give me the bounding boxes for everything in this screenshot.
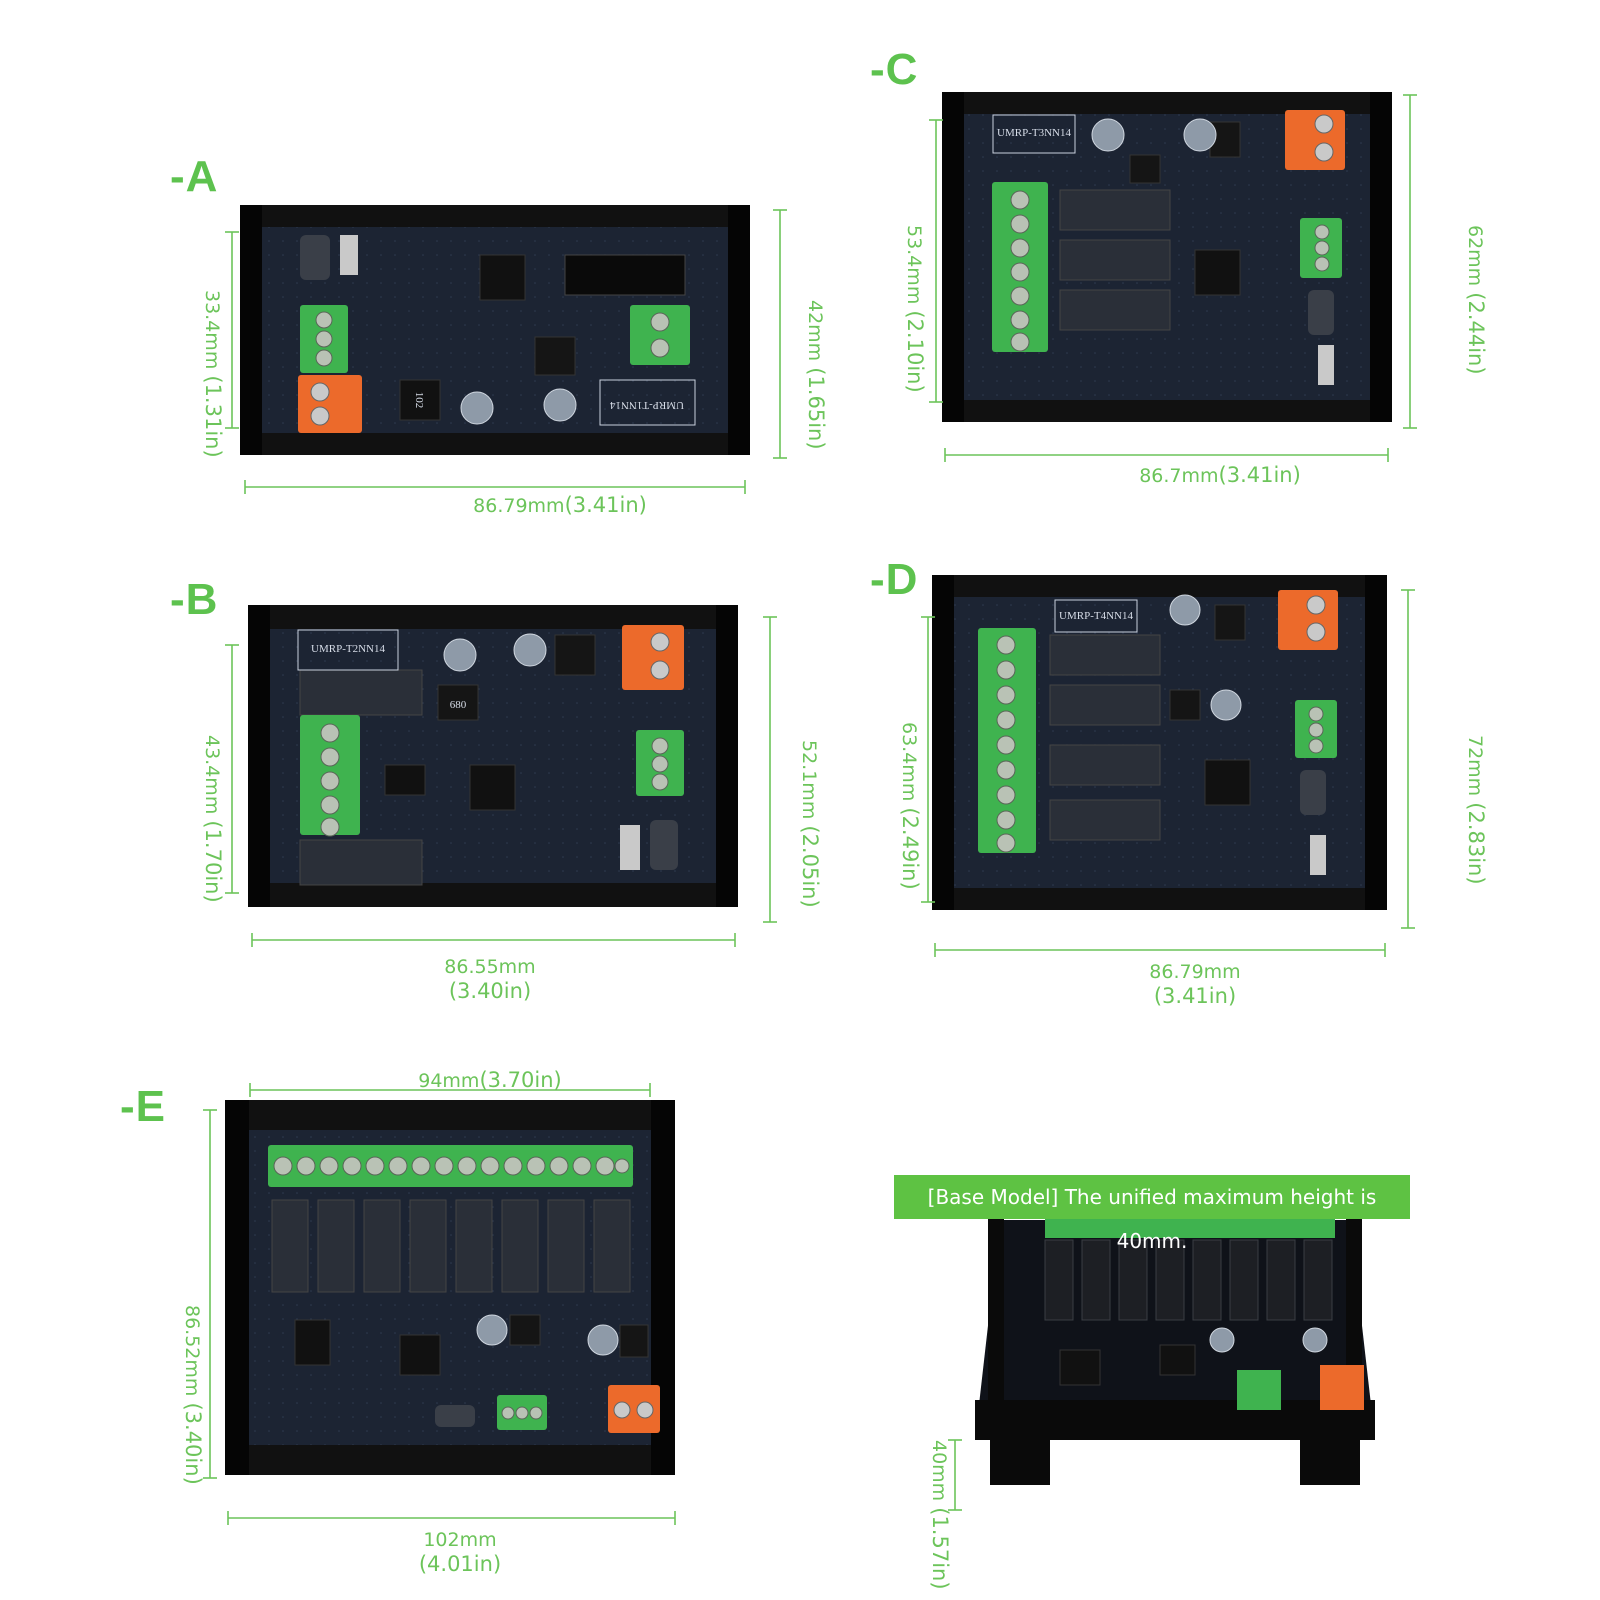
variant-letter-c: -C [870, 45, 919, 94]
green-terminal [630, 305, 690, 365]
board-d: UMRP-T4NN14 [932, 575, 1387, 910]
board-d-model: UMRP-T4NN14 [1059, 610, 1133, 622]
board-a-model: UMRP-T1NN14 [610, 399, 684, 411]
variant-letter-b: -B [170, 575, 219, 624]
inductor-label: 102 [413, 392, 425, 409]
e-top-width-label: 94mm(3.70in) [418, 1068, 562, 1092]
b-height-label: 52.1mm (2.05in) [798, 740, 822, 908]
a-height-label: 42mm (1.65in) [804, 300, 828, 450]
b-inner-height-label: 43.4mm (1.70in) [201, 735, 225, 903]
variant-letter-a: -A [170, 152, 219, 201]
c-height-label: 62mm (2.44in) [1464, 225, 1488, 375]
board-c-model: UMRP-T3NN14 [997, 127, 1071, 139]
c-width-label: 86.7mm(3.41in) [1139, 463, 1301, 487]
board-c: UMRP-T3NN14 [942, 92, 1392, 422]
d-height-label: 72mm (2.83in) [1464, 735, 1488, 885]
base-model-banner: [Base Model] The unified maximum height … [894, 1175, 1410, 1253]
board-e [225, 1100, 675, 1475]
d-width-label: 86.79mm(3.41in) [1149, 961, 1241, 1008]
a-inner-height-label: 33.4mm (1.31in) [201, 290, 225, 458]
b-width-label: 86.55mm(3.40in) [444, 956, 536, 1003]
d-inner-height-label: 63.4mm (2.49in) [898, 722, 922, 890]
e-width-label: 102mm(4.01in) [418, 1529, 502, 1576]
a-width-label: 86.79mm(3.41in) [473, 493, 647, 517]
base-height-label: 40mm (1.57in) [928, 1440, 952, 1590]
c-inner-height-label: 53.4mm (2.10in) [903, 225, 927, 393]
e-height-label: 86.52mm (3.40in) [181, 1305, 205, 1485]
board-b: 680 UMRP-T2NN14 [248, 605, 738, 907]
board-a: 102 UMRP-T1NN14 [240, 205, 750, 455]
dimension-lines [203, 94, 1417, 1525]
variant-letter-d: -D [870, 555, 919, 604]
variant-letter-e: -E [120, 1082, 166, 1131]
inductor-label: 680 [450, 699, 467, 711]
power-terminal [298, 375, 362, 433]
board-b-model: UMRP-T2NN14 [311, 643, 385, 655]
